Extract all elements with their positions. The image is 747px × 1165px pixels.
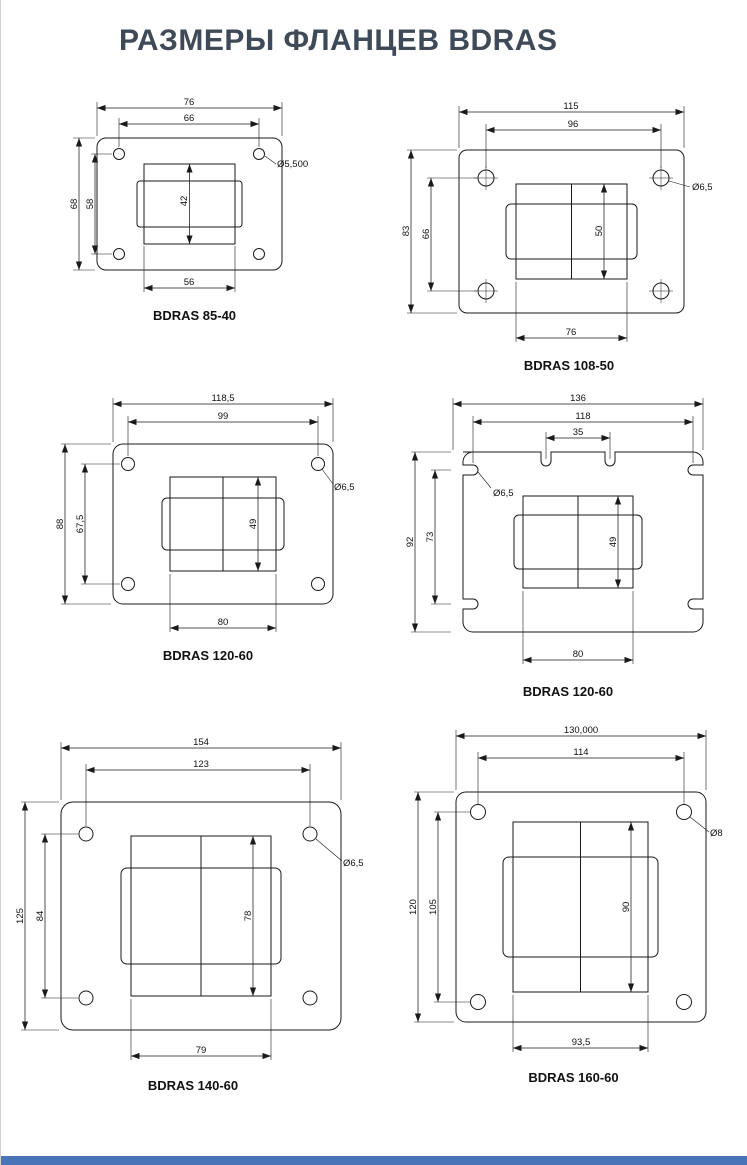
flange-drawing-svg: 118,5 99 88 67,5 49 80 Ø6,5: [55, 393, 355, 632]
dim-top-inner: 118: [575, 411, 590, 422]
dim-top-outer: 76: [184, 97, 195, 108]
dim-top-inner: 99: [218, 411, 229, 422]
dim-hole-diameter: Ø6,5: [493, 488, 514, 499]
dim-bottom: 76: [566, 327, 577, 338]
drawing-caption: BDRAS 85-40: [152, 308, 237, 323]
dim-top-outer: 154: [193, 737, 209, 748]
drawing-caption: BDRAS 120-60: [162, 648, 254, 663]
dim-side-outer: 68: [69, 199, 80, 210]
flange-plate-outline: [60, 801, 342, 1031]
dimension-labels: 154 123 125 84 78 79 Ø6,5: [15, 737, 364, 1056]
drawing-bdras-140-60: 154 123 125 84 78 79 Ø6,5 BDRAS 140-60: [13, 734, 373, 1093]
dim-side-inner: 66: [421, 229, 432, 240]
dim-top-outer: 130,000: [564, 725, 598, 736]
dim-bottom: 93,5: [572, 1037, 591, 1048]
dim-bottom: 79: [196, 1045, 207, 1056]
dimension-labels: 115 96 83 66 50 76 Ø6,5: [401, 101, 713, 338]
drawing-caption: BDRAS 120-60: [522, 684, 614, 699]
extension-lines: [407, 106, 691, 342]
dim-center: 42: [179, 196, 190, 207]
dim-top-inner: 66: [184, 113, 195, 124]
dim-hole-diameter: Ø6,5: [334, 482, 355, 493]
dimension-lines: [75, 104, 282, 292]
dim-center: 49: [248, 519, 259, 530]
dimension-lines: [21, 744, 341, 1060]
dimension-lines: [411, 400, 703, 664]
page-title: РАЗМЕРЫ ФЛАНЦЕВ BDRAS: [119, 24, 558, 57]
dim-center: 50: [594, 226, 605, 237]
extension-lines: [73, 102, 283, 292]
footer-accent-bar: [1, 1156, 747, 1165]
dim-side-inner: 84: [35, 911, 46, 922]
drawing-bdras-85-40: 76 66 68 58 42 56 Ø5,500 BDRAS 85-40: [67, 96, 322, 323]
drawing-bdras-160-60: 130,000 114 120 105 90 93,5 Ø8 BDRAS 160…: [406, 722, 741, 1085]
dimension-labels: 118,5 99 88 67,5 49 80 Ø6,5: [55, 393, 355, 628]
drawing-caption: BDRAS 140-60: [147, 1078, 239, 1093]
dim-hole-diameter: Ø6,5: [343, 858, 364, 869]
flange-drawing-svg: 130,000 114 120 105 90 93,5 Ø8: [408, 725, 723, 1052]
dim-bottom: 80: [218, 617, 229, 628]
dimension-lines: [407, 108, 684, 342]
dim-hole-diameter: Ø6,5: [692, 182, 713, 193]
dim-side-outer: 83: [401, 226, 412, 237]
dim-side-outer: 125: [15, 908, 26, 924]
dim-hole-diameter: Ø8: [710, 828, 723, 839]
dimension-labels: 130,000 114 120 105 90 93,5 Ø8: [408, 725, 723, 1048]
drawing-caption: BDRAS 108-50: [523, 358, 615, 373]
dimension-labels: 136 118 35 92 73 49 80 Ø6,5: [405, 393, 619, 660]
drawing-caption: BDRAS 160-60: [528, 1070, 619, 1085]
dim-side-outer: 92: [405, 537, 416, 548]
dim-side-outer: 88: [55, 519, 66, 530]
drawing-bdras-120-60-a: 118,5 99 88 67,5 49 80 Ø6,5 BDRAS 120-60: [53, 392, 363, 663]
drawing-bdras-108-50: 115 96 83 66 50 76 Ø6,5 BDRAS 108-50: [399, 98, 739, 373]
flange-plate-outline: [455, 791, 707, 1023]
dim-top-outer: 115: [563, 101, 578, 112]
extension-lines: [411, 398, 704, 664]
drawing-bdras-120-60-b: 136 118 35 92 73 49 80 Ø6,5 BDRAS 120-60: [403, 392, 733, 699]
dim-center: 49: [608, 537, 619, 548]
dim-bottom: 80: [573, 649, 584, 660]
hole-center-marks: [474, 166, 673, 303]
dim-side-inner: 105: [428, 899, 439, 915]
dim-center: 78: [243, 911, 254, 922]
flange-drawing-svg: 154 123 125 84 78 79 Ø6,5: [15, 737, 364, 1060]
dim-side-inner: 58: [85, 199, 96, 210]
dim-hole-diameter: Ø5,500: [277, 159, 308, 170]
flange-drawing-svg: 136 118 35 92 73 49 80 Ø6,5: [405, 393, 704, 664]
dimension-lines: [61, 400, 333, 632]
dim-top-inner: 114: [573, 747, 588, 758]
flange-plate-outline: [112, 443, 334, 605]
dimension-labels: 76 66 68 58 42 56 Ø5,500: [69, 97, 308, 288]
extension-lines: [21, 742, 343, 1060]
bobbin-outline: [513, 495, 643, 589]
bobbin-outline: [502, 821, 659, 993]
dim-side-inner: 73: [425, 532, 436, 543]
flange-drawing-svg: 115 96 83 66 50 76 Ø6,5: [401, 101, 713, 342]
dim-notch-spacing: 35: [573, 427, 584, 438]
dim-center: 90: [621, 902, 632, 913]
bobbin-outline: [161, 476, 285, 572]
dim-side-outer: 120: [408, 899, 419, 915]
dim-top-outer: 118,5: [211, 393, 234, 404]
dim-top-outer: 136: [570, 393, 586, 404]
flange-plate-outline: [462, 451, 704, 633]
extension-lines: [61, 398, 334, 632]
bobbin-outline: [120, 835, 282, 997]
flange-drawing-svg: 76 66 68 58 42 56 Ø5,500: [69, 97, 308, 292]
dim-bottom: 56: [184, 277, 195, 288]
dim-top-inner: 96: [568, 119, 579, 130]
dimension-lines: [414, 732, 706, 1052]
extension-lines: [414, 730, 710, 1052]
dim-side-inner: 67,5: [75, 515, 86, 534]
dim-top-inner: 123: [193, 759, 209, 770]
bobbin-outline: [505, 183, 638, 280]
